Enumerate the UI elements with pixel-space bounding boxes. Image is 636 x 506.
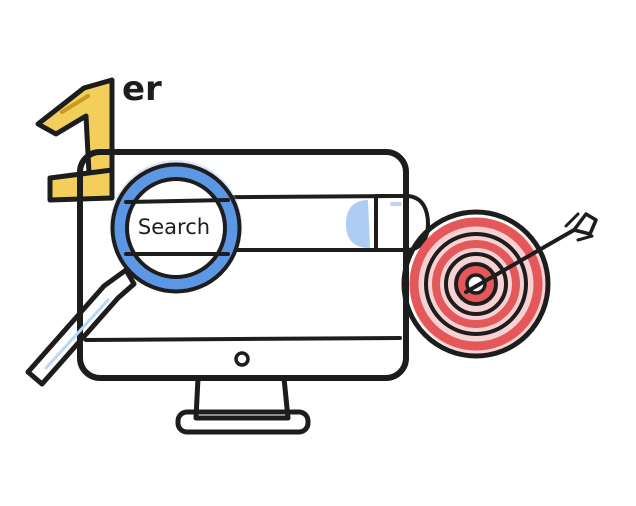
search-label: Search (138, 215, 210, 239)
rank-suffix: er (122, 69, 162, 109)
arrow-icon (464, 212, 598, 294)
power-button-icon (234, 351, 250, 367)
number-one-trophy-icon: er (35, 69, 162, 203)
target-icon (401, 209, 598, 359)
magnifying-glass-icon: Search (25, 160, 242, 387)
